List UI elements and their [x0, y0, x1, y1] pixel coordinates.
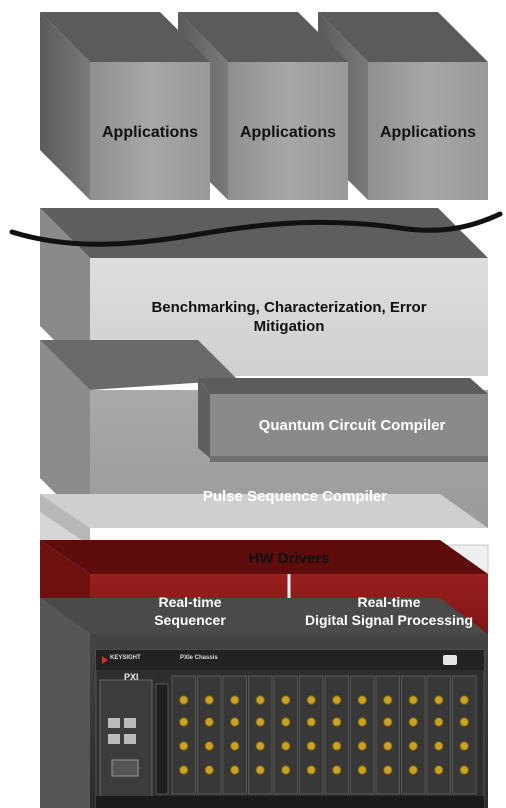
- sma-connector-icon: [332, 695, 342, 705]
- sma-connector-icon: [230, 765, 240, 775]
- sma-connector-icon: [332, 741, 342, 751]
- quantum-circuit-compiler-layer: [198, 378, 488, 462]
- sma-connector-icon: [383, 741, 393, 751]
- sma-connector-icon: [357, 741, 367, 751]
- instrument-module: [299, 675, 324, 795]
- sma-connector-icon: [306, 741, 316, 751]
- sma-connector-icon: [357, 717, 367, 727]
- instrument-module: [273, 675, 298, 795]
- sma-connector-icon: [281, 741, 291, 751]
- sma-connector-icon: [281, 717, 291, 727]
- instrument-module: [426, 675, 451, 795]
- instrument-module: [222, 675, 247, 795]
- benchmarking-label-line-1: Benchmarking, Characterization, Error: [151, 299, 427, 316]
- sma-connector-icon: [255, 695, 265, 705]
- brand-label: KEYSIGHT: [110, 655, 141, 661]
- quantum-circuit-compiler-label: Quantum Circuit Compiler: [258, 417, 446, 434]
- sma-connector-icon: [255, 741, 265, 751]
- sma-connector-icon: [230, 695, 240, 705]
- sma-connector-icon: [383, 717, 393, 727]
- sma-connector-icon: [434, 695, 444, 705]
- application-label-1: Applications: [101, 124, 198, 141]
- sma-connector-icon: [383, 695, 393, 705]
- sma-connector-icon: [459, 717, 469, 727]
- sma-connector-icon: [179, 765, 189, 775]
- sma-connector-icon: [204, 741, 214, 751]
- sma-connector-icon: [306, 717, 316, 727]
- instrument-module: [197, 675, 222, 795]
- instrument-module: [401, 675, 426, 795]
- pxi-label: PXI: [124, 672, 139, 682]
- application-label-3: Applications: [379, 124, 476, 141]
- abstraction-break-line: [9, 211, 503, 247]
- sma-connector-icon: [204, 765, 214, 775]
- sma-connector-icon: [408, 765, 418, 775]
- instrument-module: [452, 675, 477, 795]
- dsp-label: Real-time Digital Signal Processing: [290, 594, 488, 629]
- sma-connector-icon: [459, 765, 469, 775]
- dsp-label-line-1: Real-time: [357, 594, 421, 610]
- sma-connector-icon: [459, 741, 469, 751]
- sma-connector-icon: [281, 695, 291, 705]
- sma-connector-icon: [408, 695, 418, 705]
- sma-connector-icon: [408, 717, 418, 727]
- sma-connector-icon: [332, 765, 342, 775]
- sma-connector-icon: [204, 717, 214, 727]
- sma-connector-icon: [434, 765, 444, 775]
- sma-connector-icon: [434, 717, 444, 727]
- sma-connector-icon: [408, 741, 418, 751]
- sma-connector-icon: [383, 765, 393, 775]
- sma-connector-icon: [179, 695, 189, 705]
- sequencer-label-line-1: Real-time: [158, 594, 222, 610]
- benchmarking-label-line-2: Mitigation: [253, 317, 325, 335]
- sma-connector-icon: [332, 717, 342, 727]
- dsp-label-line-2: Digital Signal Processing: [304, 611, 474, 628]
- sma-connector-icon: [434, 741, 444, 751]
- application-block-1: [40, 12, 210, 200]
- sma-connector-icon: [179, 717, 189, 727]
- sma-connector-icon: [255, 765, 265, 775]
- sma-connector-icon: [255, 717, 265, 727]
- instrument-module: [375, 675, 400, 795]
- sequencer-label: Real-time Sequencer: [92, 594, 288, 629]
- instrument-slots: [171, 675, 477, 795]
- application-label-2: Applications: [239, 124, 336, 141]
- sma-connector-icon: [459, 695, 469, 705]
- instrument-module: [324, 675, 349, 795]
- sma-connector-icon: [306, 695, 316, 705]
- sma-connector-icon: [306, 765, 316, 775]
- instrument-module: [171, 675, 196, 795]
- chassis-label: PXIe Chassis: [180, 655, 218, 661]
- sma-connector-icon: [230, 717, 240, 727]
- sma-connector-icon: [357, 695, 367, 705]
- sma-connector-icon: [281, 765, 291, 775]
- pulse-sequence-compiler-label: Pulse Sequence Compiler: [202, 488, 388, 505]
- instrument-module: [248, 675, 273, 795]
- sma-connector-icon: [357, 765, 367, 775]
- sequencer-label-line-2: Sequencer: [154, 611, 226, 628]
- hw-drivers-label: HW Drivers: [248, 550, 330, 567]
- sma-connector-icon: [179, 741, 189, 751]
- sma-connector-icon: [204, 695, 214, 705]
- sma-connector-icon: [230, 741, 240, 751]
- benchmarking-label: Benchmarking, Characterization, Error Mi…: [100, 299, 478, 337]
- instrument-module: [350, 675, 375, 795]
